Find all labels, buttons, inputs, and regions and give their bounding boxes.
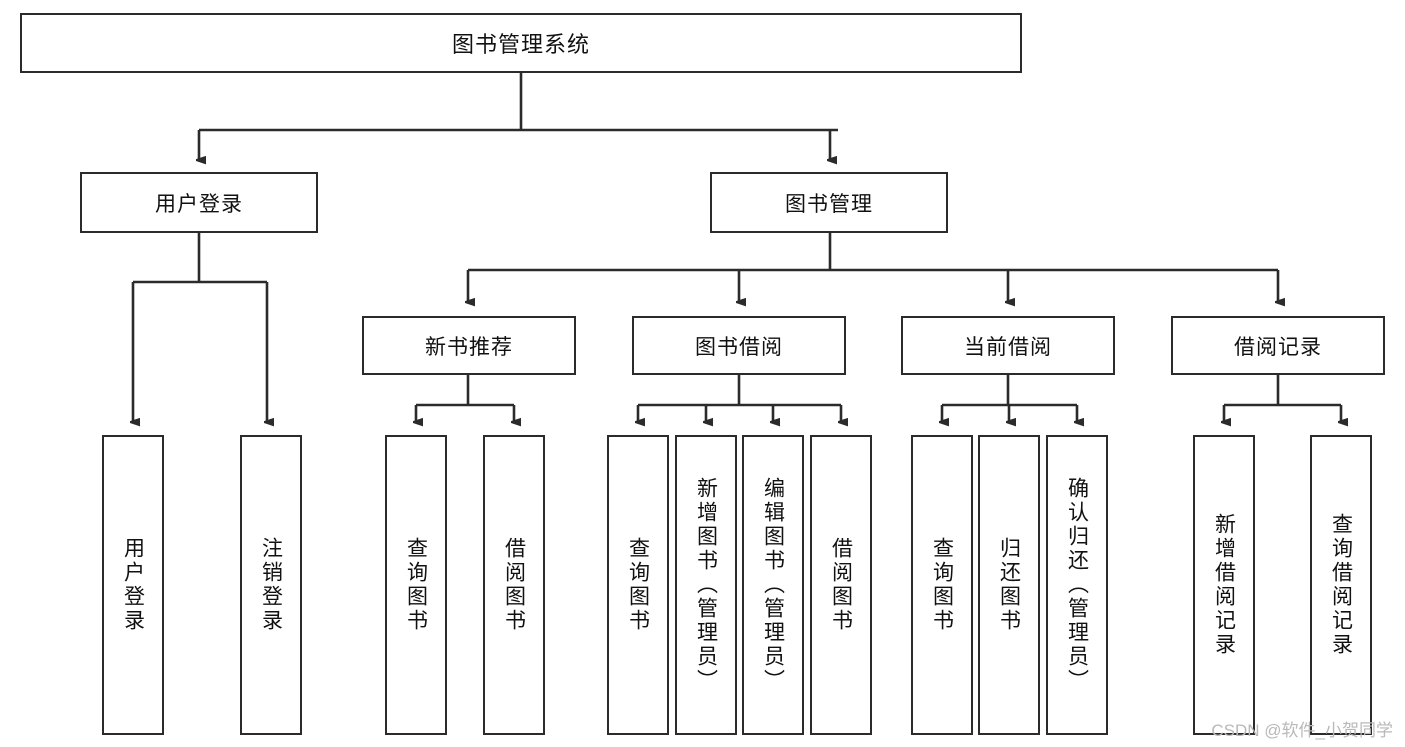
leaf-borrow-query-book[interactable]: 查询图书 — [607, 435, 669, 735]
node-user-login[interactable]: 用户登录 — [80, 172, 318, 233]
leaf-borrow-edit-book-admin[interactable]: 编辑图书（管理员） — [742, 435, 804, 735]
node-label: 注销登录 — [259, 537, 283, 633]
leaf-current-query-book[interactable]: 查询图书 — [911, 435, 973, 735]
leaf-user-login-login[interactable]: 用户登录 — [102, 435, 164, 735]
node-label: 确认归还（管理员） — [1065, 477, 1089, 693]
leaf-borrow-add-book-admin[interactable]: 新增图书（管理员） — [675, 435, 737, 735]
leaf-recommend-query-book[interactable]: 查询图书 — [385, 435, 447, 735]
node-label: 当前借阅 — [964, 335, 1052, 359]
node-label: 新增借阅记录 — [1212, 513, 1236, 657]
leaf-user-login-logout[interactable]: 注销登录 — [240, 435, 302, 735]
node-label: 查询图书 — [626, 537, 650, 633]
node-label: 借阅记录 — [1234, 335, 1322, 359]
leaf-current-confirm-return-admin[interactable]: 确认归还（管理员） — [1046, 435, 1108, 735]
node-new-book-recommend[interactable]: 新书推荐 — [362, 316, 576, 375]
node-label: 查询图书 — [930, 537, 954, 633]
node-current-borrow[interactable]: 当前借阅 — [901, 316, 1115, 375]
watermark: CSDN @软件_小贺同学 — [1211, 721, 1393, 740]
leaf-recommend-borrow-book[interactable]: 借阅图书 — [483, 435, 545, 735]
node-label: 查询图书 — [404, 537, 428, 633]
node-label: 查询借阅记录 — [1329, 513, 1353, 657]
node-label: 图书借阅 — [695, 335, 783, 359]
node-label: 归还图书 — [997, 537, 1021, 633]
node-label: 用户登录 — [121, 537, 145, 633]
node-label: 用户登录 — [155, 192, 243, 216]
leaf-current-return-book[interactable]: 归还图书 — [978, 435, 1040, 735]
node-label: 图书管理系统 — [451, 32, 590, 57]
leaf-record-query-record[interactable]: 查询借阅记录 — [1310, 435, 1372, 735]
leaf-record-add-record[interactable]: 新增借阅记录 — [1193, 435, 1255, 735]
node-label: 编辑图书（管理员） — [761, 477, 785, 693]
node-label: 图书管理 — [785, 192, 873, 216]
node-borrow-record[interactable]: 借阅记录 — [1171, 316, 1385, 375]
node-root-book-management-system[interactable]: 图书管理系统 — [20, 13, 1022, 73]
node-label: 借阅图书 — [829, 537, 853, 633]
node-book-borrow[interactable]: 图书借阅 — [632, 316, 846, 375]
node-label: 新书推荐 — [425, 335, 513, 359]
node-label: 借阅图书 — [502, 537, 526, 633]
leaf-borrow-borrow-book[interactable]: 借阅图书 — [810, 435, 872, 735]
node-book-management[interactable]: 图书管理 — [710, 172, 948, 233]
node-label: 新增图书（管理员） — [694, 477, 718, 693]
